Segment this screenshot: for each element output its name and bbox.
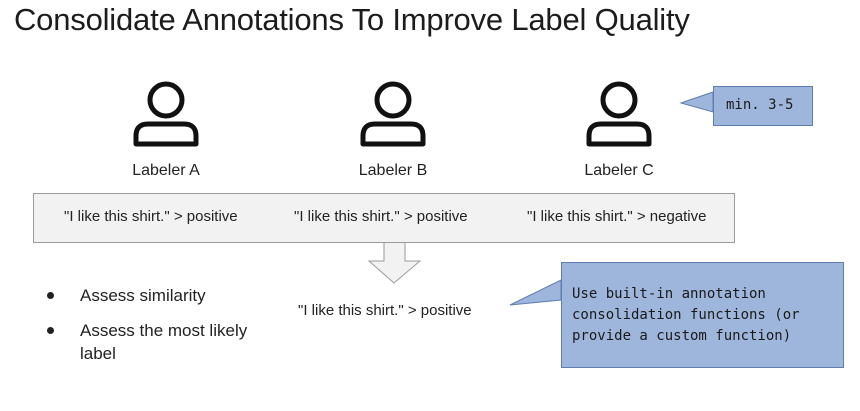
person-icon xyxy=(133,81,199,147)
labeler-name: Labeler C xyxy=(584,162,654,179)
callout-fn-text: Use built-in annotation consolidation fu… xyxy=(572,286,800,344)
labeler-c: Labeler C xyxy=(559,80,679,180)
callout-min-text: min. 3-5 xyxy=(726,97,794,113)
callout-min-pointer xyxy=(679,91,714,113)
bullet-text: Assess similarity xyxy=(80,286,206,305)
consolidated-label: "I like this shirt." > positive xyxy=(298,302,472,319)
bullet-dot xyxy=(47,292,54,299)
slide-title: Consolidate Annotations To Improve Label… xyxy=(14,2,690,37)
callout-fn-pointer xyxy=(509,279,562,306)
labeler-name: Labeler A xyxy=(132,162,200,179)
annotation-b: "I like this shirt." > positive xyxy=(294,208,468,225)
annotation-a: "I like this shirt." > positive xyxy=(64,208,238,225)
down-arrow-icon xyxy=(367,240,422,284)
labeler-name: Labeler B xyxy=(358,162,428,179)
person-icon xyxy=(360,81,426,147)
bullet-item: Assess similarity xyxy=(44,284,250,307)
labeler-a: Labeler A xyxy=(106,80,226,180)
bullet-item: Assess the most likely label xyxy=(44,319,250,365)
labeler-b: Labeler B xyxy=(333,80,453,180)
callout-min-labelers: min. 3-5 xyxy=(713,86,813,126)
person-icon xyxy=(586,81,652,147)
callout-consolidation-functions: Use built-in annotation consolidation fu… xyxy=(561,262,844,368)
annotation-c: "I like this shirt." > negative xyxy=(527,208,707,225)
bullet-list: Assess similarity Assess the most likely… xyxy=(44,284,250,377)
bullet-dot xyxy=(47,327,54,334)
bullet-text: Assess the most likely label xyxy=(80,321,248,363)
annotations-band: "I like this shirt." > positive "I like … xyxy=(33,193,735,243)
